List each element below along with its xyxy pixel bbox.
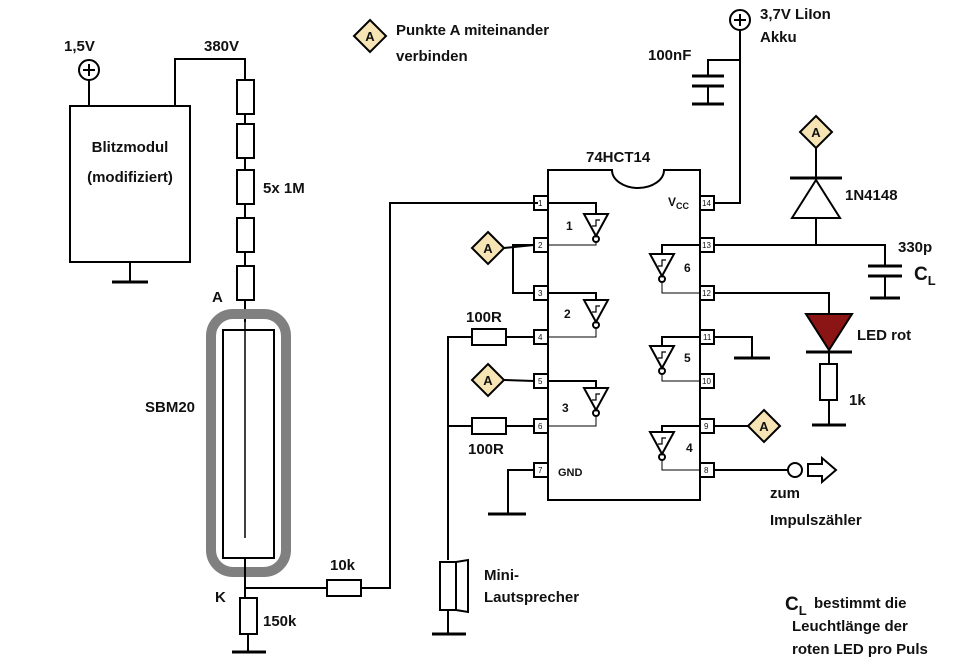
battery-1v5-label: 1,5V <box>64 38 95 55</box>
cap-100nf-label: 100nF <box>648 47 691 64</box>
battery-1v5 <box>78 59 100 106</box>
gate-4: 4 <box>648 425 700 471</box>
gate-5: 5 <box>648 336 700 382</box>
ic-74hct14 <box>547 169 701 501</box>
pin-10: 10 <box>702 377 711 386</box>
lipo-line2: Akku <box>760 29 797 46</box>
resistor-chain-label: 5x 1M <box>263 180 305 197</box>
geiger-tube <box>206 309 291 598</box>
point-a-pin5-letter: A <box>483 373 493 388</box>
hv-label: 380V <box>204 38 239 55</box>
led-label: LED rot <box>857 327 911 344</box>
gate-2-num: 2 <box>564 307 571 321</box>
gate-2: 2 <box>548 292 610 338</box>
point-a-pin9: A <box>714 408 782 444</box>
resistor-chain-5x1m <box>236 79 255 322</box>
speaker-line2: Lautsprecher <box>484 589 579 606</box>
pin-13: 13 <box>702 241 711 250</box>
pin-9: 9 <box>704 422 709 431</box>
note-cl-line2: Leuchtlänge der <box>792 618 908 635</box>
counter-line1: zum <box>770 485 800 502</box>
cathode-label: K <box>215 589 226 606</box>
pulse-counter-output <box>714 455 838 485</box>
r1k-label: 1k <box>849 392 866 409</box>
anode-label: A <box>212 289 223 306</box>
ic-name: 74HCT14 <box>586 149 651 166</box>
speaker <box>432 558 469 636</box>
gate-6-num: 6 <box>684 261 691 275</box>
resistor-100r-bottom <box>448 417 534 435</box>
gate-3: 3 <box>548 380 610 427</box>
pin-5: 5 <box>538 377 543 386</box>
gate-3-num: 3 <box>562 401 569 415</box>
note-a-line2: verbinden <box>396 48 468 65</box>
lipo-line1: 3,7V LiIon <box>760 6 831 23</box>
pin-6: 6 <box>538 422 543 431</box>
note-a-line1: Punkte A miteinander <box>396 22 549 39</box>
lipo-battery <box>714 9 751 204</box>
point-a-pin5: A <box>470 362 535 398</box>
note-a-marker: A <box>352 18 388 54</box>
pin-11: 11 <box>703 333 712 342</box>
point-a-pin2: A <box>470 230 535 266</box>
pin-4: 4 <box>538 333 543 342</box>
resistor-1k <box>812 363 846 427</box>
gate-5-num: 5 <box>684 351 691 365</box>
r100r-top-label: 100R <box>466 309 502 326</box>
arrow-right-icon <box>807 455 838 485</box>
pin-7: 7 <box>538 466 543 475</box>
pin-14: 14 <box>702 199 711 208</box>
tube-label: SBM20 <box>145 399 195 416</box>
gate-4-num: 4 <box>686 441 693 455</box>
gate-1: 1 <box>548 202 610 246</box>
note-a-marker-letter: A <box>365 29 375 44</box>
r150k-label: 150k <box>263 613 297 630</box>
resistor-150k <box>232 597 266 654</box>
note-cl-line1: bestimmt die <box>814 595 907 612</box>
gate-6: 6 <box>648 244 700 294</box>
hv-wire <box>174 58 246 106</box>
cap-330p-label: 330p <box>898 239 932 256</box>
r10k-label: 10k <box>330 557 356 574</box>
point-a-diode: A <box>798 114 834 150</box>
flash-module-line2: (modifiziert) <box>87 169 173 186</box>
ic-pins-left: 1 2 3 4 5 6 7 <box>533 195 549 478</box>
capacitor-330p <box>714 244 902 300</box>
led-red <box>714 292 854 364</box>
flash-module-line1: Blitzmodul <box>92 139 169 156</box>
capacitor-100nf <box>692 59 740 106</box>
point-a-pin9-letter: A <box>759 419 769 434</box>
note-cl-c: CL <box>785 594 807 618</box>
gate-1-num: 1 <box>566 219 573 233</box>
note-cl-line3: roten LED pro Puls <box>792 641 928 658</box>
ic-gnd: GND <box>558 467 583 479</box>
pin11-gnd <box>714 336 770 360</box>
point-a-diode-letter: A <box>811 125 821 140</box>
pin7-gnd <box>488 469 534 516</box>
speaker-line1: Mini- <box>484 567 519 584</box>
cap-cl-label: CL <box>914 264 936 288</box>
r100r-bottom-label: 100R <box>468 441 504 458</box>
pin-1: 1 <box>538 199 543 208</box>
pin-2: 2 <box>538 241 543 250</box>
point-a-pin2-letter: A <box>483 241 493 256</box>
counter-line2: Impulszähler <box>770 512 862 529</box>
pin-3: 3 <box>538 289 543 298</box>
pin-12: 12 <box>702 289 711 298</box>
diode-label: 1N4148 <box>845 187 898 204</box>
resistor-10k <box>245 202 538 597</box>
flash-module <box>69 105 191 284</box>
pin2-pin3-link <box>512 244 534 294</box>
diode-1n4148 <box>790 148 842 245</box>
ic-vcc: VCC <box>668 195 690 211</box>
ic-pins-right: 14 13 12 11 10 9 8 <box>699 195 715 478</box>
pin-8: 8 <box>704 466 709 475</box>
resistor-100r-top <box>447 328 534 560</box>
